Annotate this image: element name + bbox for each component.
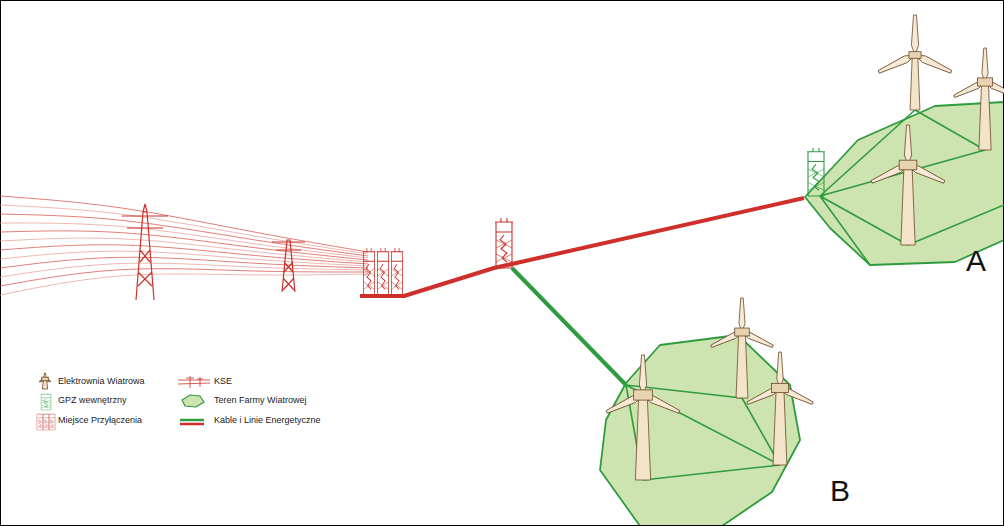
grid-wire [0,205,368,254]
wind-turbine [877,15,953,110]
legend-item: KSE [214,377,232,386]
farm-area: B [595,325,865,526]
farm-outline [595,325,865,526]
farm-polygon [805,102,1004,265]
legend-item: GPZ wewnętrzny [58,396,127,405]
substation [495,218,513,268]
internal-cable [626,110,1004,480]
grid-wire [0,214,368,256]
legend-item: Teren Farmy Wiatrowej [214,396,307,405]
grid-wire [0,231,368,260]
farm-polygon [600,335,800,526]
grid-wire [0,223,368,258]
turbines [605,15,1004,480]
wind-turbine [710,298,774,398]
farm-area: A [798,98,1004,284]
legend-text: Miejsce Przyłączenia [58,416,142,425]
legend-text: GPZ wewnętrzny [58,396,127,405]
pylon [122,204,305,300]
farm-label: B [830,476,850,506]
legend-text: Teren Farmy Wiatrowej [214,396,307,405]
wind-turbine [605,355,681,480]
wind-turbine [870,125,946,245]
grid-lines [0,196,368,295]
legend-text: Elektrownia Wiatrowa [58,377,145,386]
grid-wire [0,269,368,286]
power-line [360,198,804,296]
substation [807,148,825,196]
wind-turbine [953,48,1004,150]
connection-point [363,248,404,295]
wind-turbine [39,373,51,389]
farm-label: A [966,246,986,276]
grid-wire [0,245,368,264]
cable [512,268,626,385]
legend-icons [36,373,210,430]
grid-wire [0,274,368,295]
grid-wire [0,238,368,262]
legend-item: Kable i Linie Energetyczne [214,416,321,425]
legend-item: Elektrownia Wiatrowa [58,377,145,386]
legend-text: Kable i Linie Energetyczne [214,416,321,425]
legend-item: Miejsce Przyłączenia [58,416,142,425]
grid-wire [0,257,368,268]
wind-turbine [746,352,814,465]
legend-text: KSE [214,377,232,386]
